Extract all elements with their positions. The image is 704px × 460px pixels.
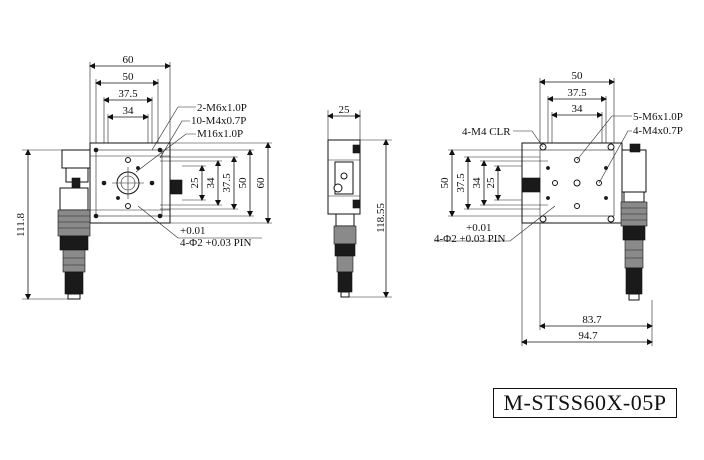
front-dim-50: 50: [123, 71, 135, 83]
side-dim-25: 25: [339, 104, 351, 116]
model-label-box: M-STSS60X-05P: [493, 388, 677, 418]
front-pin-tol: +0.01: [180, 225, 205, 237]
top-view: 50 37.5 34: [434, 70, 683, 346]
top-pin-tol: +0.01: [466, 222, 491, 234]
callout-m6-top: 5-M6x1.0P: [633, 111, 683, 123]
callout-m16: M16x1.0P: [197, 128, 243, 140]
side-dim-118-55: 118.55: [375, 203, 387, 233]
callout-m4: 10-M4x0.7P: [191, 115, 246, 127]
front-dim-60: 60: [123, 54, 135, 66]
top-dim-l-37-5: 37.5: [455, 173, 467, 193]
front-dim-r-25: 25: [189, 177, 201, 189]
top-dim-l-25: 25: [485, 177, 497, 189]
top-dim-50: 50: [572, 70, 584, 82]
callout-m4-clr: 4-M4 CLR: [462, 126, 511, 138]
front-dim-r-34: 34: [205, 177, 217, 189]
top-dim-83-7: 83.7: [582, 314, 602, 326]
front-dim-34: 34: [123, 105, 135, 117]
top-pin-label: 4-Φ2 +0.03 PIN: [434, 233, 505, 245]
top-dim-94-7: 94.7: [578, 330, 598, 342]
model-number: M-STSS60X-05P: [503, 390, 667, 415]
front-view: 60 50 37.5 34: [15, 54, 272, 300]
front-dim-37-5: 37.5: [118, 88, 138, 100]
callout-m6: 2-M6x1.0P: [197, 102, 247, 114]
top-dim-34: 34: [572, 103, 584, 115]
top-dim-37-5: 37.5: [567, 87, 587, 99]
front-dim-111-8: 111.8: [15, 213, 27, 237]
callout-m4-tap: 4-M4x0.7P: [633, 125, 683, 137]
side-view: 25 118.55: [327, 104, 392, 298]
top-dim-l-50: 50: [439, 177, 451, 189]
top-dim-l-34: 34: [471, 177, 483, 189]
front-dim-r-37-5: 37.5: [221, 173, 233, 193]
front-dim-r-50: 50: [237, 177, 249, 189]
front-dim-r-60: 60: [255, 177, 267, 189]
front-pin-label: 4-Φ2 +0.03 PIN: [180, 237, 251, 249]
